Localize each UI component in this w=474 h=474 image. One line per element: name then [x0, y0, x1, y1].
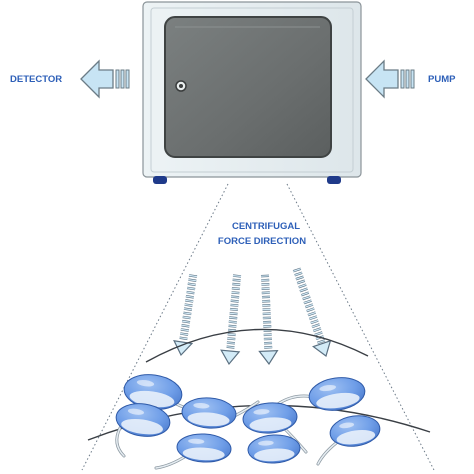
arrow-down-icon	[258, 274, 279, 366]
cell	[154, 433, 232, 470]
cell	[247, 434, 301, 464]
arrow-down-icon	[173, 274, 198, 357]
arrow-left-icon	[80, 59, 130, 99]
arrow-down-icon	[292, 267, 332, 357]
force-label-line1: CENTRIFUGAL	[232, 221, 300, 232]
cell	[123, 374, 210, 411]
cell	[276, 377, 366, 411]
cell	[242, 402, 308, 454]
cabinet-foot-left	[153, 176, 167, 184]
arrow-left-icon	[365, 59, 415, 99]
force-label-line2: FORCE DIRECTION	[218, 236, 306, 247]
oven-cabinet	[142, 1, 362, 184]
cell	[115, 403, 171, 458]
arrow-down-icon	[220, 274, 242, 366]
cell	[316, 415, 381, 466]
detector-label: DETECTOR	[10, 74, 62, 85]
oven-door[interactable]	[164, 16, 332, 158]
zoom-cone	[81, 183, 435, 471]
cells	[115, 374, 381, 470]
force-arrows	[173, 267, 332, 366]
cabinet-foot-right	[327, 176, 341, 184]
pump-label: PUMP	[428, 74, 456, 85]
cell	[181, 397, 260, 429]
knob-icon[interactable]	[175, 80, 187, 92]
upper-arc	[145, 328, 369, 363]
